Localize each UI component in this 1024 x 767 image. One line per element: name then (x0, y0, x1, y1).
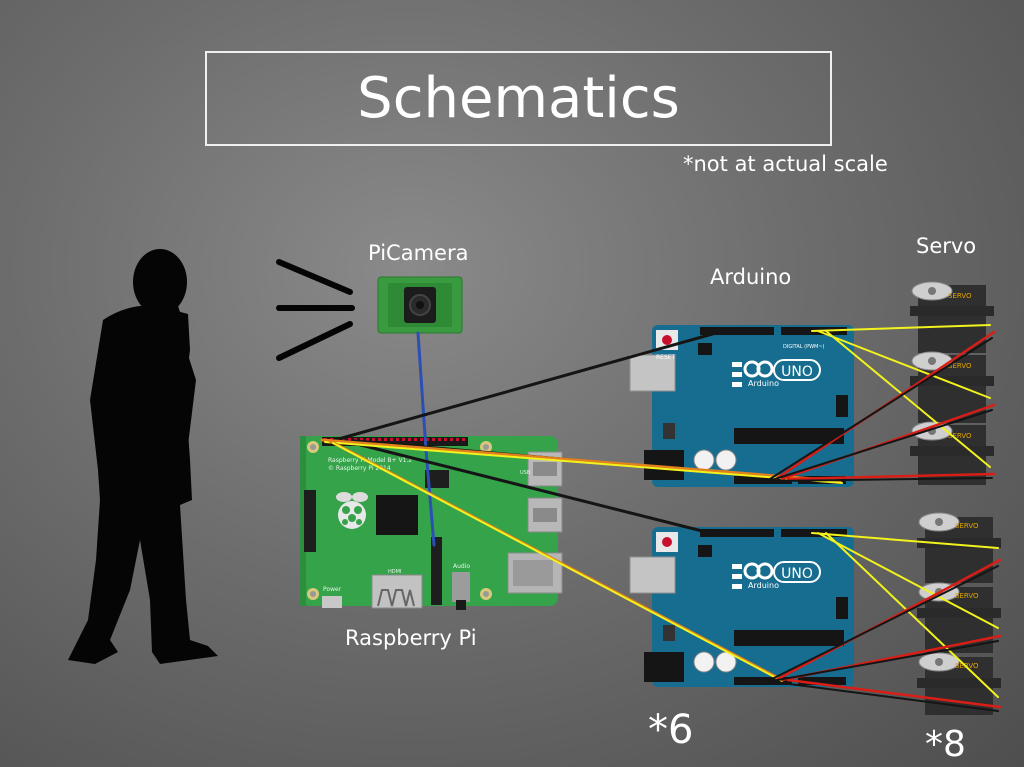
arduino-infinity-logo-icon (743, 562, 774, 580)
arduino-multiplier: *6 (648, 707, 694, 753)
servo-motor: SERVO (917, 512, 1001, 583)
arduino-infinity-logo-icon (743, 360, 774, 378)
servo-label: Servo (916, 234, 977, 258)
gpio-pins (324, 438, 465, 441)
rpi-copyright-text: © Raspberry Pi 2014 (328, 465, 391, 472)
arduino-board-2: UNO Arduino (629, 527, 854, 687)
servo-brand-text: SERVO (955, 522, 979, 530)
servo-motor: SERVO (910, 281, 994, 353)
arduino-board-1: RESET DIGITAL (PWM~) UNO Arduino (629, 325, 854, 487)
camera-view-lines (276, 259, 355, 361)
reset-text: RESET (656, 354, 676, 361)
servo-brand-text: SERVO (948, 362, 972, 370)
picamera-module (377, 276, 463, 334)
raspberry-logo-icon (336, 492, 368, 529)
wiring (320, 324, 1002, 712)
servo-multiplier: *8 (925, 724, 966, 765)
servo-brand-text: SERVO (948, 292, 972, 300)
rpi-model-text: Raspberry Pi Model B+ V1.2 (328, 457, 412, 464)
person-silhouette-icon (68, 249, 218, 664)
uno-text: UNO (781, 364, 813, 380)
uno-text: UNO (781, 566, 813, 582)
hdmi-text: HDMI (388, 569, 401, 575)
digital-text: DIGITAL (PWM~) (783, 344, 825, 350)
servo-brand-text: SERVO (955, 592, 979, 600)
camera-lens-icon (404, 287, 436, 323)
arduino-label: Arduino (710, 265, 792, 289)
raspberry-pi-label: Raspberry Pi (345, 626, 477, 650)
servo-brand-text: SERVO (948, 432, 972, 440)
usb-text: USB (520, 470, 531, 476)
arduino-brand-text: Arduino (748, 581, 779, 590)
servo-brand-text: SERVO (955, 662, 979, 670)
page-title: Schematics (357, 66, 680, 131)
arduino-brand-text: Arduino (748, 379, 779, 388)
title-box: Schematics (205, 51, 832, 146)
picamera-label: PiCamera (368, 241, 469, 265)
scale-note: *not at actual scale (683, 152, 888, 176)
audio-text: Audio (453, 563, 470, 570)
power-text: Power (323, 586, 342, 593)
